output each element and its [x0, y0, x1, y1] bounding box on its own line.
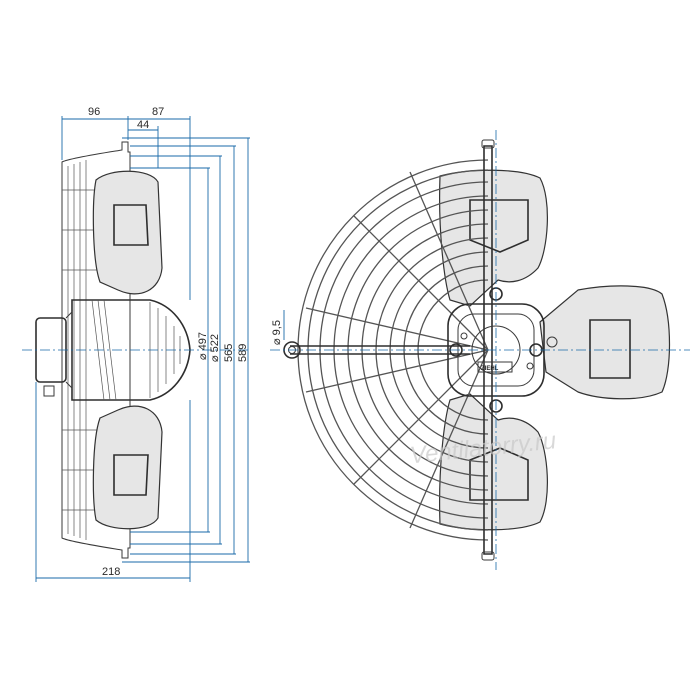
dim-565: 565 [223, 344, 235, 362]
front-guard-bar [483, 145, 493, 555]
dim-hole: ⌀ 9,5 [271, 320, 283, 345]
front-view: ZIEHL ⌀ 9,5 [270, 130, 690, 570]
side-view: 96 87 44 218 ⌀ 497 ⌀ 522 565 589 [22, 106, 250, 582]
blade-side-upper [92, 170, 163, 295]
dim-497: ⌀ 497 [197, 332, 209, 360]
dim-522: ⌀ 522 [209, 334, 221, 362]
blade-front-right [539, 285, 671, 400]
blade-front-top-pocket [469, 199, 529, 253]
cable-gland [43, 385, 55, 397]
blade-front-bottom-pocket [469, 447, 529, 501]
dim-96: 96 [88, 106, 100, 118]
blade-side-lower-pocket [113, 454, 149, 496]
dim-589: 589 [237, 344, 249, 362]
dim-218: 218 [102, 566, 120, 578]
blade-front-top [439, 169, 548, 307]
blade-front-right-pocket [589, 319, 631, 379]
bolt-small-2 [526, 362, 534, 370]
front-guard-spokes [290, 171, 489, 529]
motor-label-plate [477, 361, 513, 373]
bar-top-clip [481, 139, 495, 149]
dim-87: 87 [152, 106, 164, 118]
bolt-right-outer [546, 336, 558, 348]
blade-side-upper-pocket [113, 204, 149, 246]
motor-label: ZIEHL [481, 366, 499, 372]
bar-bottom-clip [481, 551, 495, 561]
dim-44: 44 [137, 119, 149, 131]
blade-side-lower [92, 405, 163, 530]
bolt-small-1 [460, 332, 468, 340]
guard-side-outline [61, 141, 131, 559]
